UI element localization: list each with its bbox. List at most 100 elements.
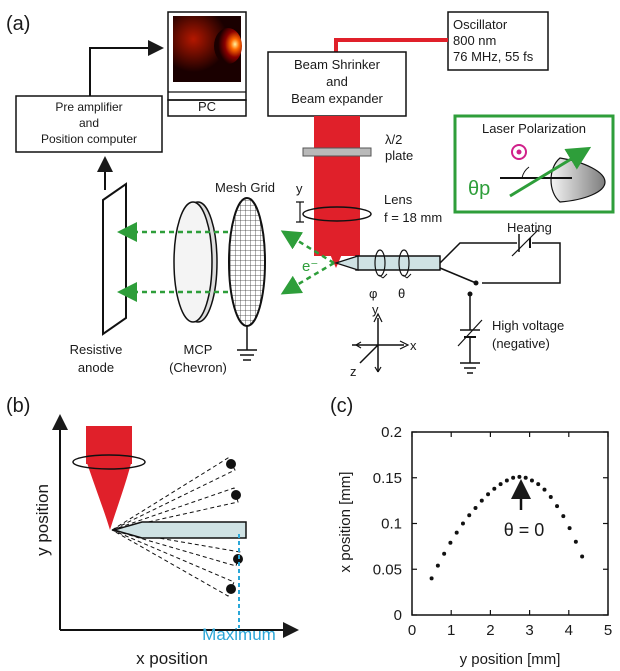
data-point: [523, 475, 528, 480]
data-point: [561, 514, 566, 519]
axis-x-label: x: [410, 338, 417, 353]
data-point: [448, 540, 453, 545]
data-point: [555, 504, 560, 509]
electron-label: e⁻: [302, 258, 318, 275]
preamp-box: Pre amplifier and Position computer: [15, 95, 163, 153]
mcp-detector: [173, 201, 218, 323]
panel-c-label: (c): [330, 395, 353, 417]
y-tick-label: 0.15: [373, 470, 402, 487]
data-point: [486, 492, 491, 497]
data-point: [536, 482, 541, 487]
y-tick-label: 0.2: [381, 424, 402, 441]
data-point: [479, 498, 484, 503]
heating-label: Heating: [507, 220, 552, 235]
panel-b-axes: [52, 414, 299, 638]
panel-b-ylabel: y position: [33, 484, 52, 556]
data-point: [529, 478, 534, 483]
x-tick-label: 2: [486, 622, 494, 639]
panel-c-ylabel: x position [mm]: [337, 472, 354, 573]
panel-c-chart: 0 1 2 3 4 5 0 0.05 0.1 0.15 0.2: [373, 424, 612, 639]
y-tick-label: 0.05: [373, 561, 402, 578]
resistive-anode: [102, 182, 127, 336]
pc-monitor: PC: [167, 11, 247, 117]
oscillator-title: Oscillator: [453, 17, 508, 32]
polarization-inset: Laser Polarization θp: [453, 114, 615, 214]
data-point: [511, 475, 516, 480]
mesh-ground: [237, 326, 257, 361]
polarization-out-of-plane-icon: [511, 144, 527, 160]
mesh-grid: [228, 197, 266, 327]
data-point: [467, 513, 472, 518]
data-point: [473, 505, 478, 510]
oscillator-box: Oscillator 800 nm 76 MHz, 55 fs: [447, 11, 549, 71]
pc-label: PC: [198, 99, 216, 114]
data-point: [504, 478, 509, 483]
anode-sublabel: anode: [78, 360, 114, 375]
xyz-axes: [352, 312, 410, 373]
x-tick-label: 3: [525, 622, 533, 639]
data-point: [454, 530, 459, 535]
panel-a-label: (a): [6, 13, 30, 35]
mcp-sublabel: (Chevron): [169, 360, 227, 375]
data-point: [580, 554, 585, 559]
theta-p-label: θp: [468, 178, 490, 200]
y-tick-label: 0.1: [381, 516, 402, 533]
mesh-grid-label: Mesh Grid: [215, 180, 275, 195]
preamp-to-pc-arrow: [89, 40, 164, 96]
half-wave-label-2: plate: [385, 148, 413, 163]
y-tick-label: 0: [394, 607, 402, 624]
beam-expander-box: Beam Shrinker and Beam expander: [267, 51, 407, 117]
pc-hotspot: [214, 28, 242, 64]
anode-label: Resistive: [70, 342, 123, 357]
data-point: [542, 487, 547, 492]
lens-label: Lens: [384, 192, 413, 207]
half-wave-label: λ/2: [385, 132, 402, 147]
maximum-label: Maximum: [202, 625, 276, 644]
laser-feed-line: [334, 38, 448, 52]
data-point: [460, 521, 465, 526]
panel-c-xlabel: y position [mm]: [460, 651, 561, 668]
panel-b-laser: [72, 426, 146, 530]
data-point: [435, 563, 440, 568]
data-point: [573, 539, 578, 544]
data-point: [548, 494, 553, 499]
preamp-line2: and: [79, 116, 99, 130]
polarization-arrow: [509, 146, 592, 198]
preamp-line1: Pre amplifier: [55, 100, 122, 114]
panel-b-tip: [111, 521, 247, 539]
small-y-label: y: [296, 181, 303, 196]
phi-label: φ: [369, 286, 377, 301]
theta-zero-label: θ = 0: [504, 520, 545, 540]
data-point: [517, 474, 522, 479]
theta-label: θ: [398, 286, 405, 301]
preamp-line3: Position computer: [41, 132, 137, 146]
high-voltage-source: [457, 291, 483, 374]
half-wave-plate: [302, 147, 372, 157]
lens-ring: [302, 206, 372, 222]
heating-circuit: [439, 229, 561, 286]
oscillator-specs: 76 MHz, 55 fs: [453, 49, 534, 64]
data-point: [442, 551, 447, 556]
panel-b-label: (b): [6, 395, 30, 417]
x-tick-label: 5: [604, 622, 612, 639]
beam-box-line2: and: [326, 74, 348, 89]
x-tick-label: 1: [447, 622, 455, 639]
panel-b-xlabel: x position: [136, 649, 208, 668]
data-point: [498, 482, 503, 487]
axis-y-label: y: [372, 302, 379, 317]
high-voltage-sublabel: (negative): [492, 336, 550, 351]
x-tick-label: 0: [408, 622, 416, 639]
axis-z-label: z: [350, 364, 357, 379]
beam-box-line3: Beam expander: [291, 91, 383, 106]
beam-box-line1: Beam Shrinker: [294, 57, 381, 72]
electron-paths: [117, 222, 335, 302]
data-point: [567, 526, 572, 531]
emitter-tip: [334, 249, 441, 279]
mcp-label: MCP: [184, 342, 213, 357]
laser-beam: [314, 116, 360, 268]
data-point: [429, 576, 434, 581]
small-y-bracket: [296, 201, 304, 223]
x-tick-label: 4: [565, 622, 573, 639]
lens-focal-label: f = 18 mm: [384, 210, 442, 225]
